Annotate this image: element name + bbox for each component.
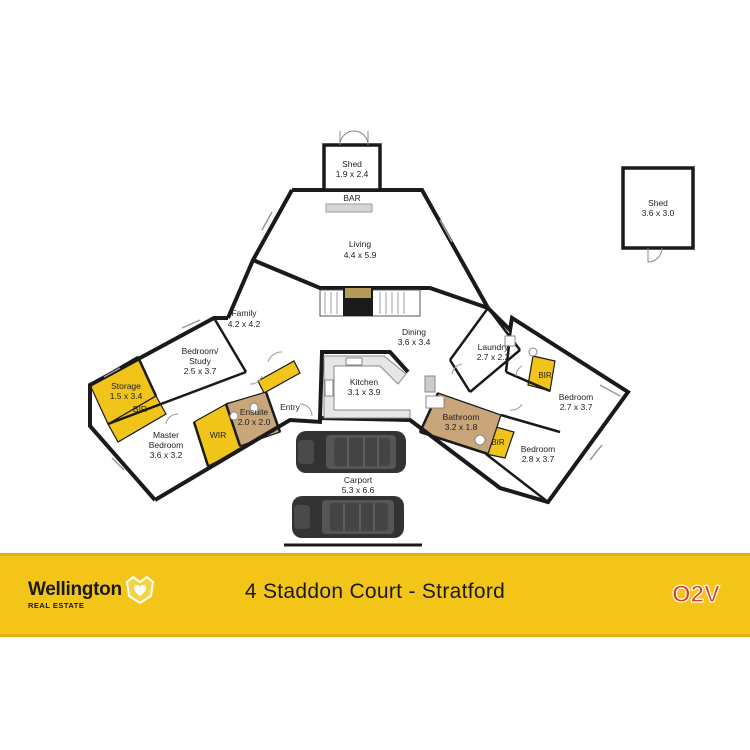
bir-right-lower-label: BIR bbox=[491, 438, 505, 447]
bedroom-lower-name: Bedroom bbox=[521, 444, 556, 454]
dining-name: Dining bbox=[402, 327, 426, 337]
family-name: Family bbox=[231, 308, 257, 318]
shed-right-dims: 3.6 x 3.0 bbox=[642, 208, 675, 218]
entry-label: Entry bbox=[280, 402, 301, 412]
wir-label: WIR bbox=[210, 430, 227, 440]
crown-heart-icon bbox=[125, 575, 155, 605]
property-address: 4 Staddon Court - Stratford bbox=[244, 580, 506, 603]
family-dims: 4.2 x 4.2 bbox=[228, 319, 261, 329]
shed-right bbox=[621, 166, 695, 263]
car-icon bbox=[292, 496, 404, 538]
shed-top-name: Shed bbox=[342, 159, 362, 169]
bathroom-name: Bathroom bbox=[443, 412, 480, 422]
living-name: Living bbox=[349, 239, 371, 249]
fixtures bbox=[229, 335, 538, 446]
ensuite-dims: 2.0 x 2.0 bbox=[238, 417, 271, 427]
kitchen-dims: 3.1 x 3.9 bbox=[348, 387, 381, 397]
laundry-name: Laundry bbox=[478, 342, 509, 352]
carport-dims: 5.3 x 6.6 bbox=[342, 485, 375, 495]
o2v-logo: O2V bbox=[671, 580, 720, 608]
living-dims: 4.4 x 5.9 bbox=[344, 250, 377, 260]
bedroom-study-dims: 2.5 x 3.7 bbox=[184, 366, 217, 376]
bar-label: BAR bbox=[343, 193, 360, 203]
fireplace bbox=[319, 286, 421, 317]
bar-counter bbox=[325, 203, 373, 213]
bedroom-lower-dims: 2.8 x 3.7 bbox=[522, 454, 555, 464]
kitchen-bench bbox=[323, 355, 411, 419]
windows bbox=[103, 211, 621, 471]
svg-text:O2V: O2V bbox=[672, 581, 720, 608]
storage-name: Storage bbox=[111, 381, 141, 391]
dining-dims: 3.6 x 3.4 bbox=[398, 337, 431, 347]
brand-logo: Wellington REAL ESTATE bbox=[28, 579, 122, 611]
bathroom-dims: 3.2 x 1.8 bbox=[445, 422, 478, 432]
carport-name: Carport bbox=[344, 475, 373, 485]
car-icon bbox=[296, 431, 406, 473]
ensuite-name: Ensuite bbox=[240, 407, 269, 417]
bedroom-study-line2: Study bbox=[189, 356, 211, 366]
kitchen-name: Kitchen bbox=[350, 377, 379, 387]
bedroom-study-line1: Bedroom/ bbox=[182, 346, 219, 356]
shed-top bbox=[322, 130, 382, 192]
footer-banner: Wellington REAL ESTATE 4 Staddon Court -… bbox=[0, 553, 750, 637]
shed-right-name: Shed bbox=[648, 198, 668, 208]
bir-right-upper-label: BIR bbox=[538, 371, 552, 380]
shed-top-dims: 1.9 x 2.4 bbox=[336, 169, 369, 179]
master-bedroom-dims: 3.6 x 3.2 bbox=[150, 450, 183, 460]
bir-left-label: BIR bbox=[133, 404, 147, 414]
bedroom-upper-name: Bedroom bbox=[559, 392, 594, 402]
brand-subtitle: REAL ESTATE bbox=[28, 601, 85, 610]
bedroom-upper-dims: 2.7 x 3.7 bbox=[560, 402, 593, 412]
storage-dims: 1.5 x 3.4 bbox=[110, 391, 143, 401]
brand-name: Wellington bbox=[28, 579, 122, 600]
doors bbox=[165, 351, 523, 425]
room-labels: Shed 1.9 x 2.4 BAR Shed 3.6 x 3.0 Living… bbox=[110, 159, 675, 495]
storage-fills bbox=[89, 355, 556, 467]
laundry-dims: 2.7 x 2.2 bbox=[477, 352, 510, 362]
master-bedroom-line2: Bedroom bbox=[149, 440, 184, 450]
master-bedroom-line1: Master bbox=[153, 430, 179, 440]
